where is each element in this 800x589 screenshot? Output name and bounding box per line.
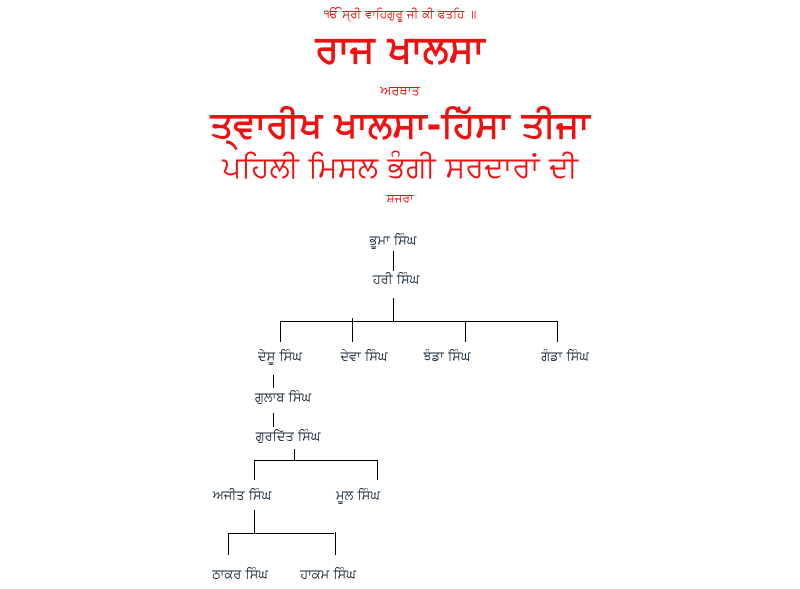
tree-node-gen6: ਹਾਕਮ ਸਿੰਘ	[300, 567, 356, 583]
tree-connector	[228, 533, 334, 534]
tree-connector	[465, 321, 466, 342]
tree-connector	[393, 298, 394, 321]
tree-node-gen2: ਦੇਵਾ ਸਿੰਘ	[340, 349, 388, 365]
tree-connector	[393, 251, 394, 271]
book-title: ਰਾਜ ਖਾਲਸਾ	[315, 27, 485, 71]
tree-node-gen6: ਠਾਕਰ ਸਿੰਘ	[212, 567, 268, 583]
tree-connector	[254, 460, 378, 461]
tree-node-gen2: ਗੰਡਾ ਸਿੰਘ	[541, 349, 589, 365]
invocation-line: ੴ ਸ੍ਰੀ ਵਾਹਿਗੁਰੂ ਜੀ ਕੀ ਫਤਹਿ ॥	[323, 7, 477, 21]
tree-node-root: ਭੂਮਾ ਸਿੰਘ	[369, 233, 417, 249]
tree-connector	[377, 460, 378, 480]
tree-connector	[280, 321, 558, 322]
tree-node-gen1: ਹਰੀ ਸਿੰਘ	[372, 272, 420, 288]
book-subtitle: ਤ੍ਵਾਰੀਖ ਖਾਲਸਾ-ਹਿੱਸਾ ਤੀਜਾ	[210, 105, 590, 146]
tree-connector	[273, 413, 274, 427]
tree-node-gen3: ਗੁਲਾਬ ਸਿੰਘ	[254, 390, 312, 406]
tree-connector	[254, 460, 255, 480]
tree-connector	[273, 375, 274, 388]
tree-node-gen5: ਅਜੀਤ ਸਿੰਘ	[212, 488, 272, 504]
tree-connector	[352, 318, 353, 342]
tree-connector	[280, 321, 281, 342]
tree-connector	[254, 510, 255, 533]
family-tree-label: ਸ਼ਜਰਾ	[386, 191, 414, 205]
tree-connector	[335, 532, 336, 555]
tree-connector	[228, 533, 229, 555]
tree-node-gen5: ਮੂਲ ਸਿੰਘ	[336, 488, 380, 504]
tree-connector	[294, 449, 295, 460]
section-title: ਪਹਿਲੀ ਮਿਸਲ ਭੰਗੀ ਸਰਦਾਰਾਂ ਦੀ	[222, 150, 578, 185]
tree-node-gen2: ਦੇਸੂ ਸਿੰਘ	[258, 349, 302, 365]
tree-node-gen4: ਗੁਰਦਿੱਤ ਸਿੰਘ	[255, 429, 321, 445]
tree-node-gen2: ਝੰਡਾ ਸਿੰਘ	[423, 349, 471, 365]
tree-connector	[557, 321, 558, 342]
arthat-label: ਅਰਥਾਤ	[380, 84, 420, 99]
